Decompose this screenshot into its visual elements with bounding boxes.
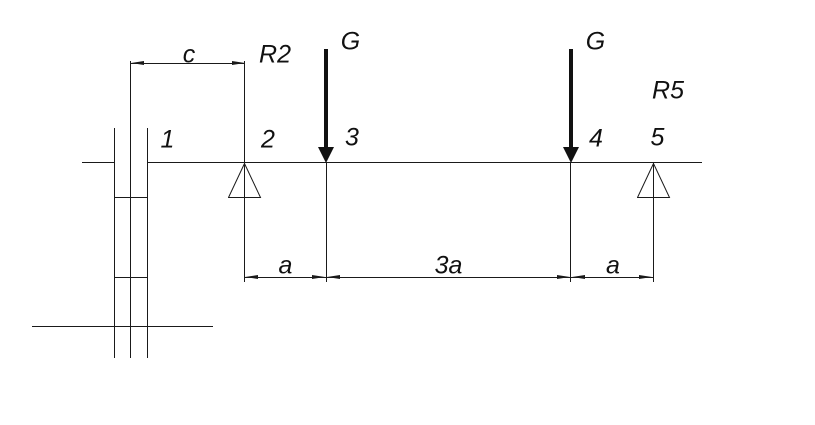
dim-line-bottom [244,277,653,278]
dim-arrow-a1-right-icon [312,274,325,279]
dim-line-c [130,63,245,64]
force-arrow-node3-shaft [323,49,328,148]
force-label-node3: G [340,27,361,56]
dim-arrow-a1-left-icon [245,274,258,279]
dim-arrow-c-left-icon [131,60,144,65]
dim-arrow-3a-left-icon [327,274,340,279]
column-rung-lower-line [114,277,148,278]
column-right-edge-line [147,128,148,358]
extension-line-node5 [652,162,654,282]
column-left-edge-line [114,128,115,358]
force-arrow-node3-head-icon [317,146,334,163]
reaction-label-node5: R5 [652,76,684,105]
dim-label-a-right: a [606,251,620,280]
node-label-4: 4 [589,124,603,153]
node-label-5: 5 [650,123,665,152]
extension-line-node2 [244,61,245,282]
dim-arrow-a2-right-icon [639,274,652,279]
pin-support-node2-icon [228,162,262,198]
column-axis-line [130,61,131,358]
beam-line-left-stub [81,162,115,163]
beam-line-main [147,162,702,163]
node-label-3: 3 [345,123,359,152]
force-arrow-node4-shaft [568,49,573,148]
dim-label-c: c [182,40,196,69]
reaction-label-node2: R2 [259,40,291,69]
pin-support-node5-icon [636,162,670,198]
node-label-1: 1 [160,125,175,154]
node-label-2: 2 [261,125,275,154]
dim-label-3a: 3a [434,251,463,279]
column-base-line [31,326,213,327]
force-arrow-node4-head-icon [562,146,579,163]
extension-line-node4 [570,162,571,282]
force-label-node4: G [585,27,606,56]
dim-label-a-left: a [278,251,293,280]
dim-arrow-a2-left-icon [571,274,585,279]
extension-line-node3 [325,162,327,282]
dim-arrow-c-right-icon [231,60,245,65]
dim-arrow-3a-right-icon [556,274,570,279]
column-rung-upper-line [114,196,148,198]
